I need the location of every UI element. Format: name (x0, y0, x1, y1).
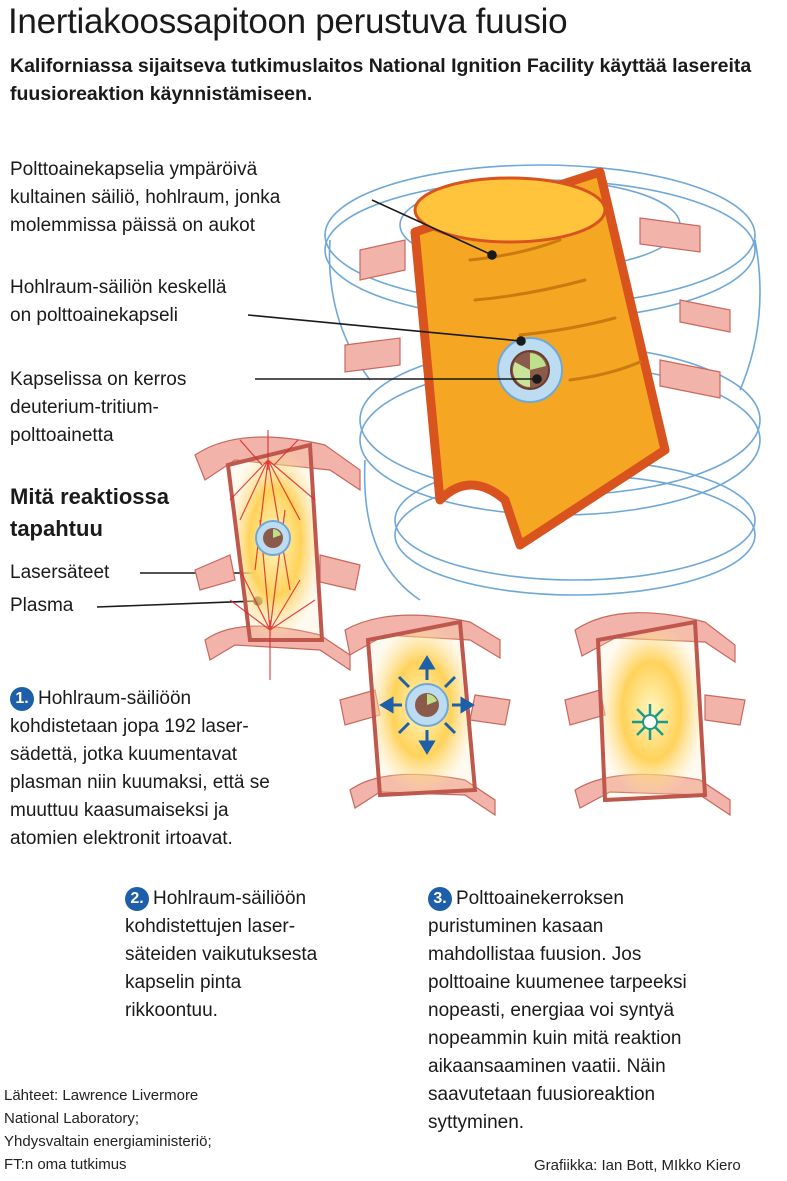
step-1-badge: 1. (10, 687, 34, 711)
step1-hohlraum-diagram (194, 430, 361, 680)
step-2-badge: 2. (125, 887, 149, 911)
step-1: 1.Hohlraum-säiliöön kohdistetaan jopa 19… (10, 657, 350, 853)
main-hohlraum-diagram (324, 164, 761, 601)
step-1-text: Hohlraum-säiliöön kohdistetaan jopa 192 … (10, 688, 270, 849)
step-3-text: Polttoainekerroksen puristuminen kasaan … (428, 888, 687, 1133)
label-laser-beams: Lasersäteet (10, 562, 110, 583)
step-3-badge: 3. (428, 887, 452, 911)
label-hohlraum: Polttoainekapselia ympäröivä kultainen s… (10, 159, 281, 236)
step-2: 2.Hohlraum-säiliöön kohdistettujen laser… (125, 857, 395, 1025)
label-plasma: Plasma (10, 595, 74, 616)
credits: Grafiikka: Ian Bott, MIkko Kiero (534, 1157, 741, 1174)
step-2-text: Hohlraum-säiliöön kohdistettujen laser- … (125, 888, 318, 1021)
label-fuel-layer: Kapselissa on kerros deuterium-tritium- … (10, 369, 187, 446)
reaction-heading: Mitä reaktiossa tapahtuu (10, 484, 169, 541)
page-subtitle: Kaliforniassa sijaitseva tutkimuslaitos … (10, 55, 752, 105)
step-3: 3.Polttoainekerroksen puristuminen kasaa… (428, 857, 778, 1137)
page-title: Inertiakoossapitoon perustuva fuusio (8, 2, 568, 41)
label-capsule: Hohlraum-säiliön keskellä on polttoainek… (10, 277, 227, 326)
step2-hohlraum-diagram (339, 614, 511, 817)
sources: Lähteet: Lawrence Livermore National Lab… (4, 1087, 212, 1173)
step3-hohlraum-diagram (564, 612, 746, 817)
